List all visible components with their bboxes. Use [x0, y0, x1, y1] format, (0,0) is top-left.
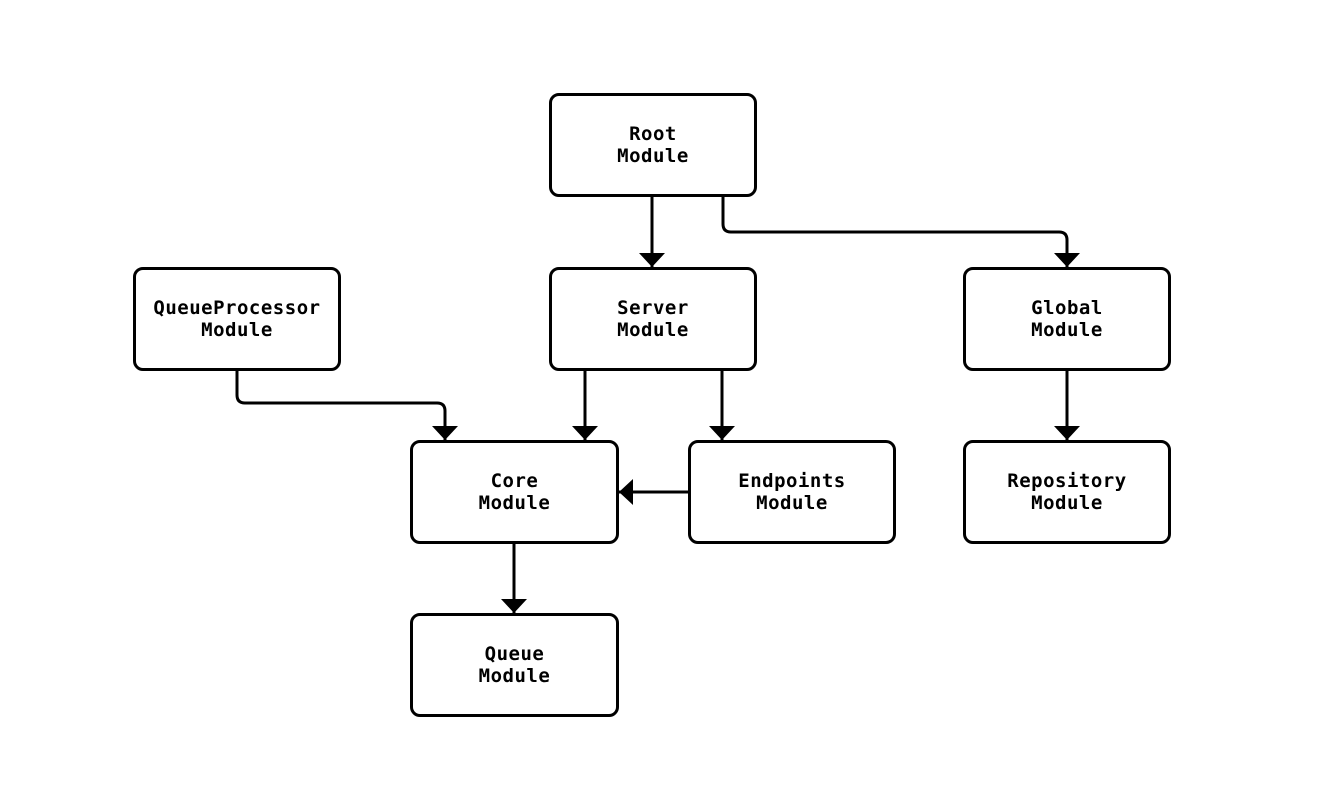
node-label-line-1: Root: [629, 123, 677, 145]
node-label: Endpoints Module: [738, 470, 845, 514]
node-root: Root Module: [549, 93, 757, 197]
node-label-line-2: Module: [201, 319, 273, 341]
node-label-line-1: Endpoints: [738, 470, 846, 492]
node-label: Root Module: [617, 123, 689, 167]
node-endpoints: Endpoints Module: [688, 440, 896, 544]
node-label: Server Module: [617, 297, 689, 341]
node-global: Global Module: [963, 267, 1171, 371]
node-label: Core Module: [479, 470, 551, 514]
node-server: Server Module: [549, 267, 757, 371]
node-queueprocessor: QueueProcessor Module: [133, 267, 341, 371]
node-queue: Queue Module: [410, 613, 619, 717]
node-label: Queue Module: [479, 643, 551, 687]
node-label-line-2: Module: [756, 492, 828, 514]
node-label-line-2: Module: [478, 665, 551, 687]
node-label-line-1: Repository: [1007, 470, 1127, 492]
node-label-line-2: Module: [617, 319, 689, 341]
node-repository: Repository Module: [963, 440, 1171, 544]
node-label-line-2: Module: [1031, 492, 1103, 514]
node-label-line-1: Core: [490, 470, 539, 492]
node-label-line-2: Module: [1031, 319, 1103, 341]
node-label-line-1: Server: [617, 297, 689, 319]
node-label-line-1: Global: [1031, 297, 1103, 319]
node-label: Global Module: [1031, 297, 1103, 341]
node-label: QueueProcessor Module: [153, 297, 320, 341]
node-core: Core Module: [410, 440, 619, 544]
node-label: Repository Module: [1007, 470, 1126, 514]
node-label-line-2: Module: [617, 145, 689, 167]
node-label-line-2: Module: [478, 492, 551, 514]
node-label-line-1: QueueProcessor: [153, 297, 321, 319]
node-label-line-1: Queue: [484, 643, 545, 665]
